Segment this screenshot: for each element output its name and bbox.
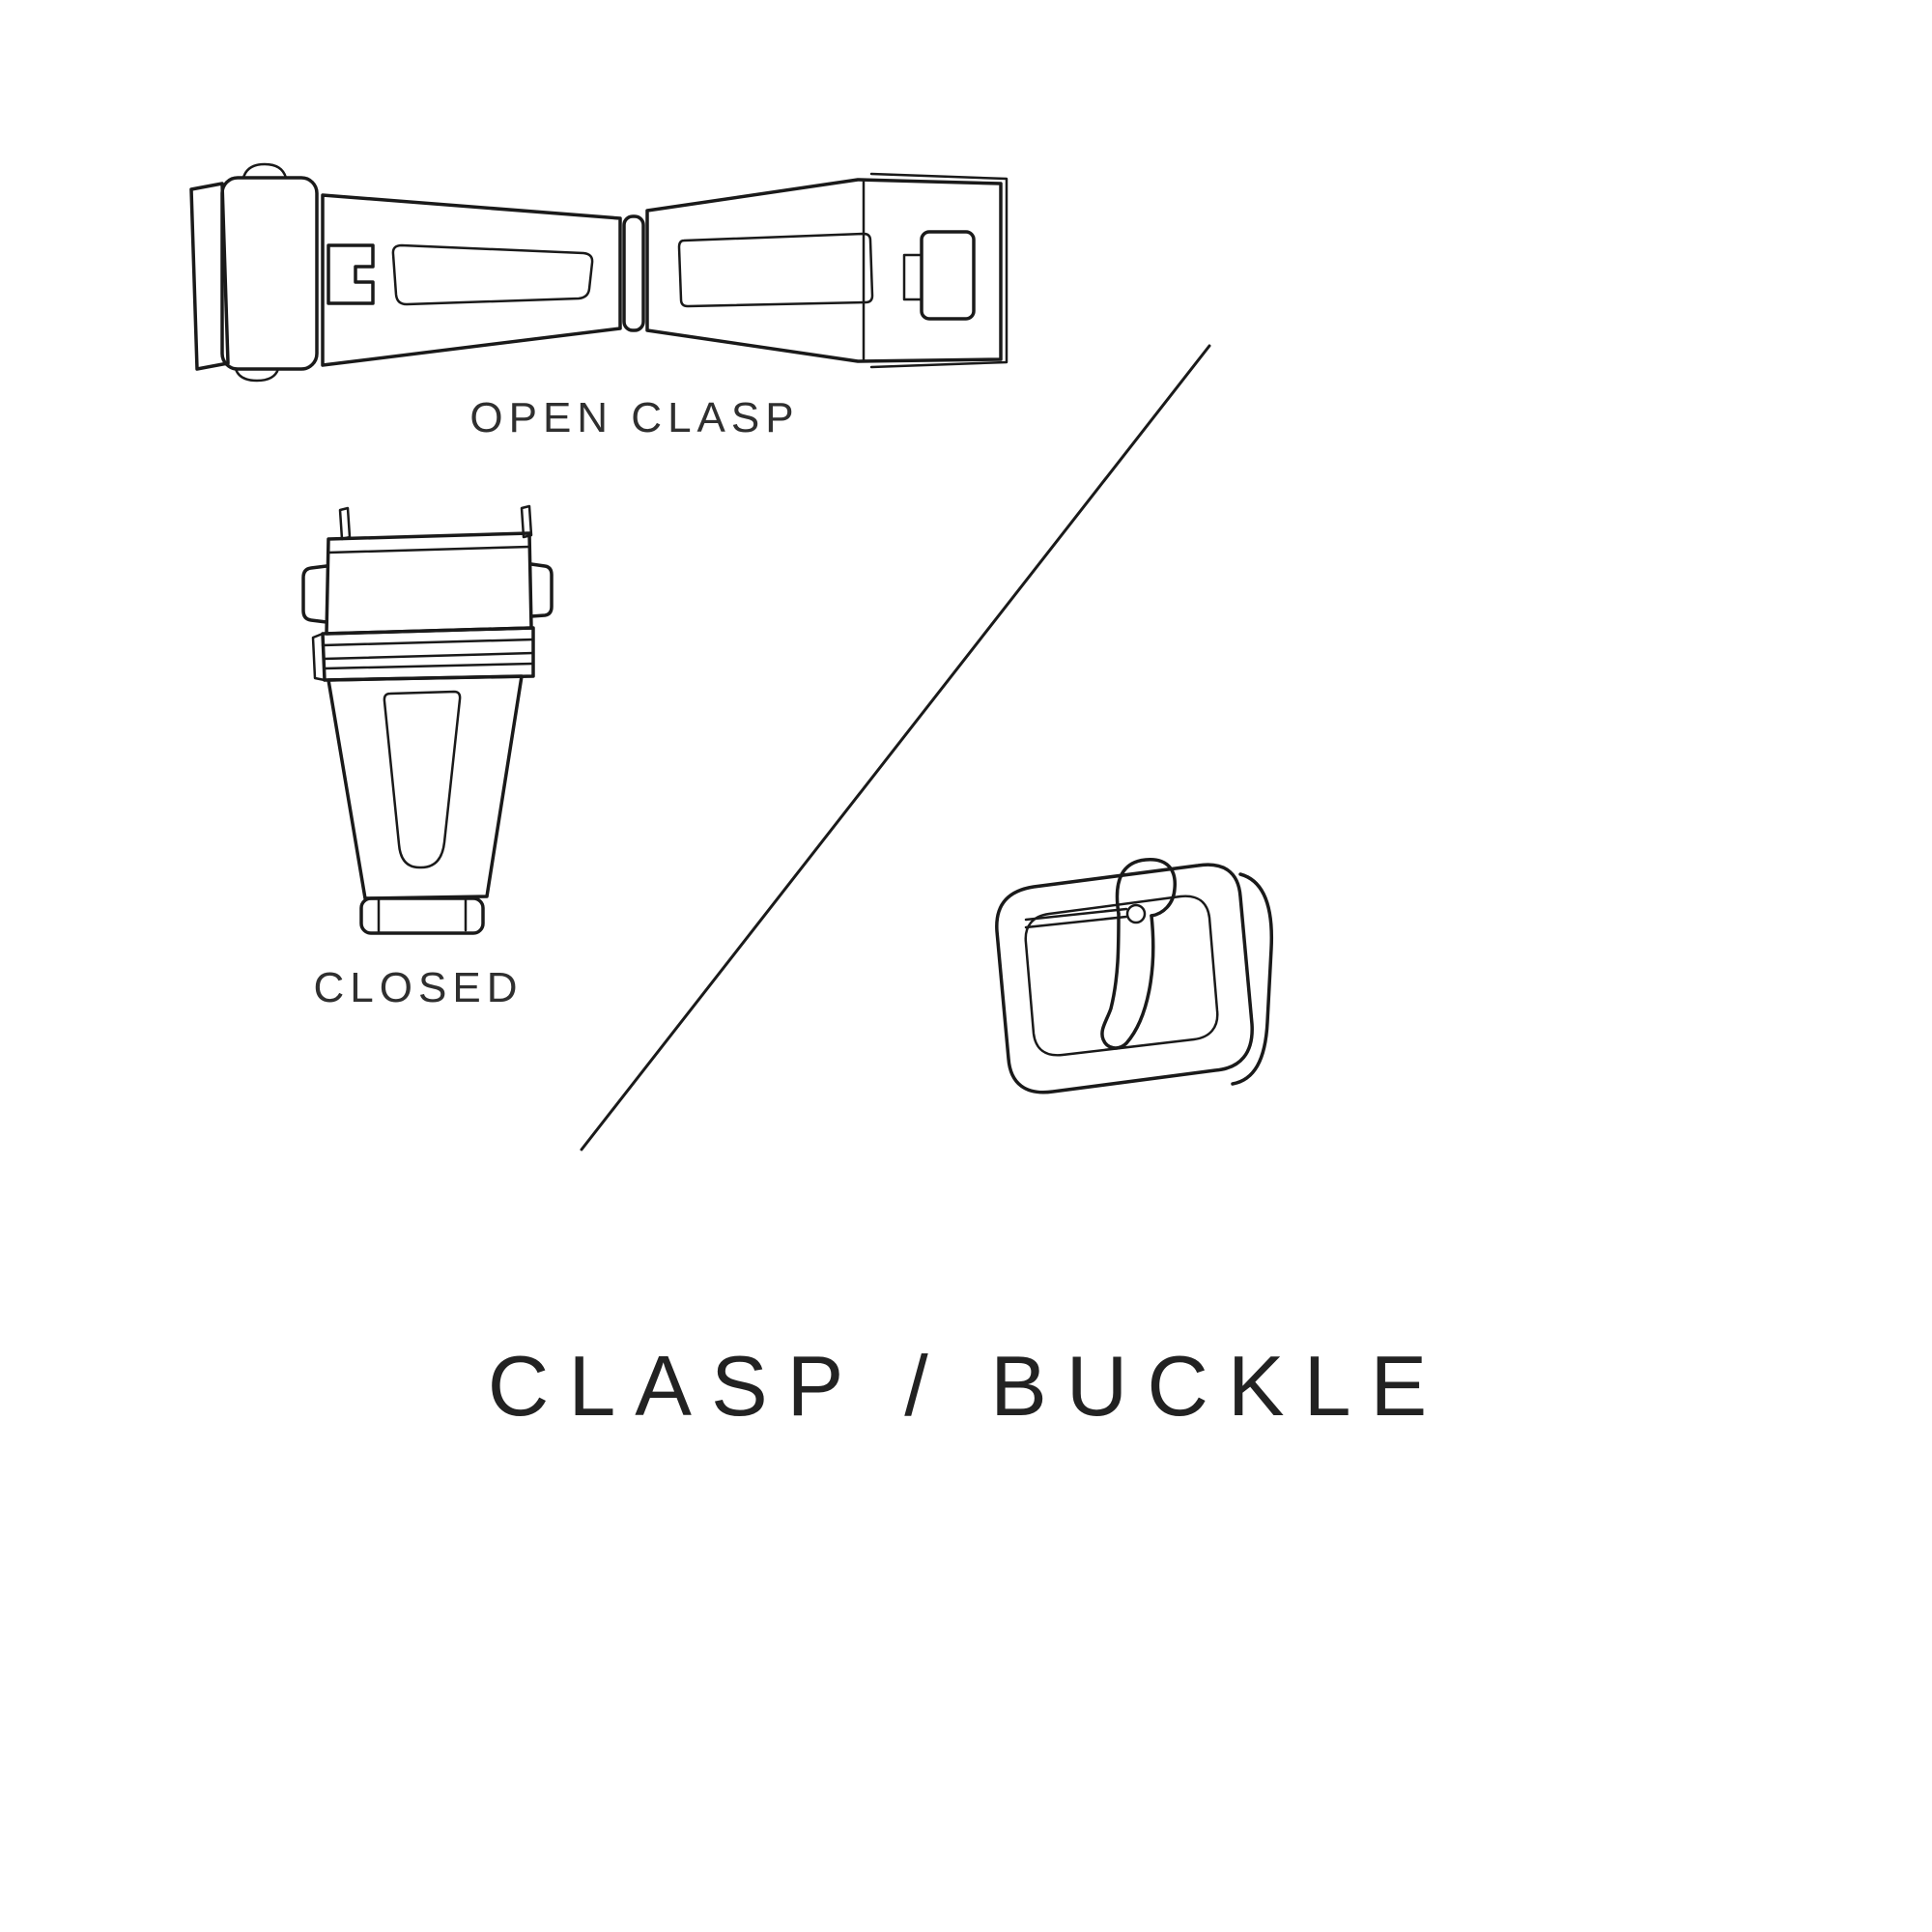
open-clasp-illustration <box>189 162 1009 383</box>
buckle-illustration <box>995 858 1274 1094</box>
page-title: CLASP / BUCKLE <box>487 1338 1447 1434</box>
open-clasp-label: OPEN CLASP <box>469 394 800 441</box>
closed-clasp-label: CLOSED <box>313 964 524 1011</box>
closed-clasp-illustration <box>301 504 554 935</box>
diagonal-divider <box>580 344 1211 1151</box>
